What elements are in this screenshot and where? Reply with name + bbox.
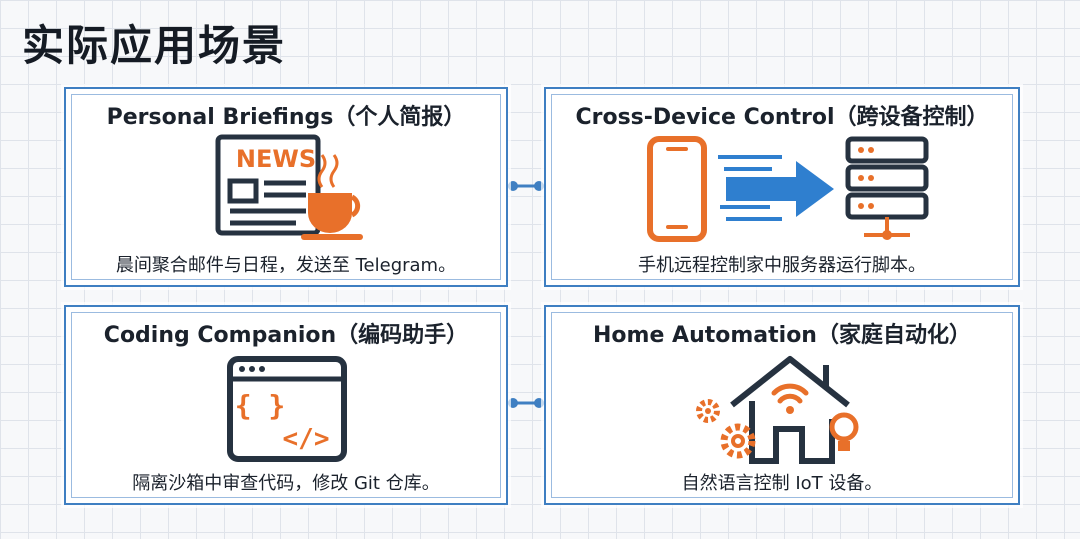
house-icon	[730, 356, 850, 464]
card-title: Cross-Device Control（跨设备控制）	[575, 105, 989, 130]
gear-icon	[696, 399, 756, 459]
curly-braces-icon: { }	[235, 389, 286, 422]
card-desc: 手机远程控制家中服务器运行脚本。	[638, 255, 926, 276]
card-desc: 晨间聚合邮件与日程，发送至 Telegram。	[115, 255, 457, 276]
page-title: 实际应用场景	[22, 21, 287, 70]
code-tag-icon: </>	[283, 424, 330, 454]
card-desc: 隔离沙箱中审查代码，修改 Git 仓库。	[132, 473, 440, 494]
newspaper-coffee-icon: NEWS	[212, 133, 364, 250]
connector-bottom	[508, 398, 544, 408]
card-title: Personal Briefings（个人简报）	[106, 105, 466, 130]
wifi-icon	[771, 383, 809, 414]
card-desc: 自然语言控制 IoT 设备。	[681, 473, 883, 494]
card-coding-companion: Coding Companion（编码助手） { } </> 隔离沙箱中审查代码…	[64, 305, 508, 505]
news-badge: NEWS	[236, 145, 316, 173]
card-title: Coding Companion（编码助手）	[103, 323, 469, 348]
connector-top	[508, 181, 544, 191]
lightbulb-icon	[829, 412, 859, 451]
server-icon	[845, 136, 929, 240]
phone-to-server-icon	[642, 135, 942, 252]
smartphone-icon	[647, 136, 707, 242]
card-home-automation: Home Automation（家庭自动化）	[544, 305, 1020, 505]
card-cross-device-control: Cross-Device Control（跨设备控制）	[544, 87, 1020, 287]
code-window-icon: { } </>	[226, 355, 350, 470]
card-title: Home Automation（家庭自动化）	[593, 323, 971, 348]
card-personal-briefings: Personal Briefings（个人简报） NEWS 晨间聚合邮件与日程，…	[64, 87, 508, 287]
arrow-right-icon	[718, 155, 834, 221]
smart-home-icon	[692, 355, 862, 472]
